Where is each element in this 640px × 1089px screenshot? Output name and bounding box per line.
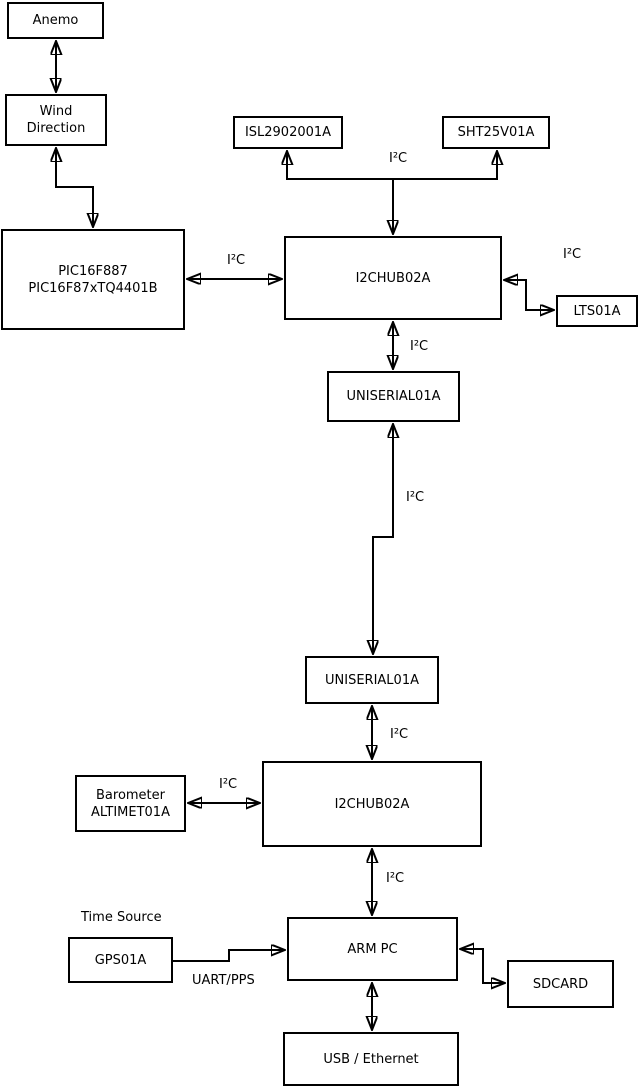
connector-arm-sdcard	[460, 949, 505, 983]
node-wind-direction: Wind Direction	[5, 94, 107, 146]
node-anemo: Anemo	[7, 2, 104, 39]
edge-label-i2c-uniserial-hub2: I²C	[390, 727, 409, 742]
node-i2c-hub-bottom-label: I2CHUB02A	[334, 796, 410, 812]
edge-label-i2c-pic-hub: I²C	[227, 253, 246, 268]
node-pic-line2: PIC16F87xTQ4401B	[28, 280, 158, 296]
edge-label-i2c-uniserial-link: I²C	[406, 490, 425, 505]
connector-wind-pic	[56, 148, 93, 227]
node-anemo-label: Anemo	[32, 13, 79, 28]
node-usb-ethernet: USB / Ethernet	[283, 1032, 459, 1086]
connector-i2c-bus	[287, 151, 497, 180]
node-uniserial-bottom: UNISERIAL01A	[305, 656, 439, 704]
edge-label-i2c-hub2-arm: I²C	[386, 871, 405, 886]
node-lts01a-label: LTS01A	[573, 303, 621, 319]
node-isl2902001a-label: ISL2902001A	[244, 125, 332, 140]
edge-label-i2c-hub-uniserial: I²C	[410, 339, 429, 354]
edge-label-uart-pps: UART/PPS	[192, 973, 255, 988]
node-sdcard: SDCARD	[507, 960, 614, 1008]
node-uniserial-top: UNISERIAL01A	[327, 371, 460, 422]
node-arm-pc: ARM PC	[287, 917, 458, 981]
node-wind-direction-line1: Wind	[39, 104, 73, 119]
node-barometer: Barometer ALTIMET01A	[75, 775, 186, 832]
node-sht25v01a-label: SHT25V01A	[457, 125, 535, 140]
node-wind-direction-line2: Direction	[26, 121, 86, 136]
edge-label-i2c-hub-lts: I²C	[563, 247, 582, 262]
edge-label-i2c-bus: I²C	[389, 151, 408, 166]
node-sdcard-label: SDCARD	[532, 976, 589, 992]
node-i2c-hub-top: I2CHUB02A	[284, 236, 502, 320]
node-gps01a-label: GPS01A	[94, 952, 147, 968]
connector-uniserial1-uniserial2	[373, 424, 393, 654]
node-usb-ethernet-label: USB / Ethernet	[323, 1051, 419, 1067]
node-pic-microcontroller: PIC16F887 PIC16F87xTQ4401B	[1, 229, 185, 330]
node-gps01a: GPS01A	[68, 937, 173, 983]
node-i2c-hub-top-label: I2CHUB02A	[355, 270, 431, 286]
node-lts01a: LTS01A	[556, 295, 638, 327]
node-arm-pc-label: ARM PC	[347, 941, 398, 957]
node-pic-line1: PIC16F887	[58, 263, 128, 279]
node-barometer-line1: Barometer	[96, 787, 165, 803]
connector-hub1-lts	[504, 280, 554, 310]
node-i2c-hub-bottom: I2CHUB02A	[262, 761, 482, 847]
connector-gps-arm	[173, 950, 285, 962]
node-barometer-line2: ALTIMET01A	[91, 804, 170, 820]
node-sht25v01a: SHT25V01A	[442, 116, 550, 149]
node-isl2902001a: ISL2902001A	[233, 116, 343, 149]
node-uniserial-bottom-label: UNISERIAL01A	[325, 672, 419, 688]
edge-label-time-source: Time Source	[81, 910, 162, 925]
edge-label-i2c-baro-hub2: I²C	[219, 777, 238, 792]
node-uniserial-top-label: UNISERIAL01A	[346, 389, 441, 404]
